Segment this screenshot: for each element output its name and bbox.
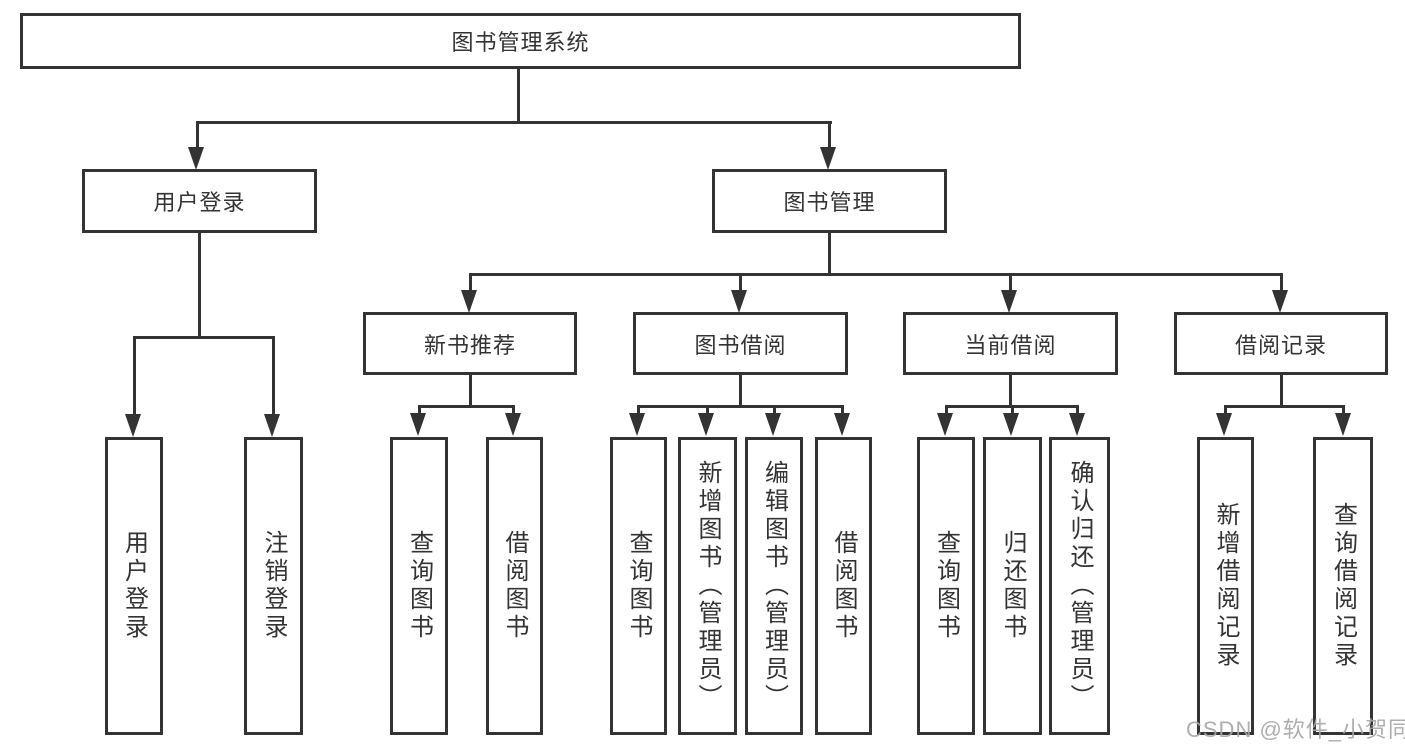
connector-drop [512, 405, 515, 415]
connector-borrow-records-rail [1224, 405, 1345, 408]
connector-book-borrow-drop [739, 273, 742, 293]
connector-drop [1342, 405, 1345, 415]
connector-borrow-records-drop [1280, 273, 1283, 293]
csdn-watermark: CSDN @软件_小贺同学 [1186, 717, 1405, 742]
node-current-borrow: 当前借阅 [903, 312, 1118, 375]
leaf-label: 新增图书（管理员） [694, 460, 721, 712]
connector-drop [945, 405, 948, 415]
connector-drop [773, 405, 776, 415]
leaf-confirm-return-admin: 确认归还（管理员） [1049, 437, 1110, 735]
connector-drop [841, 405, 844, 415]
node-book-mgmt: 图书管理 [712, 169, 947, 233]
arrow-down-icon [1001, 290, 1017, 313]
arrow-down-icon [765, 413, 781, 436]
arrow-down-icon [505, 413, 521, 436]
arrow-down-icon [698, 413, 714, 436]
connector-new-books-drop [469, 273, 472, 293]
connector-user-login-drop [196, 121, 199, 151]
connector-drop [1076, 405, 1079, 415]
node-current-borrow-label: 当前借阅 [964, 332, 1057, 358]
arrow-down-icon [629, 413, 645, 436]
connector-current-borrow-drop [1009, 273, 1012, 293]
arrow-down-icon [1069, 413, 1085, 436]
arrow-down-icon [1272, 290, 1288, 313]
arrow-down-icon [125, 414, 141, 437]
connector-book-mgmt-stem [828, 233, 831, 276]
connector-logout-drop [272, 336, 275, 416]
node-root-label: 图书管理系统 [451, 30, 590, 55]
connector-drop [637, 405, 640, 415]
connector-user-login-rail [133, 336, 274, 339]
leaf-user-login: 用户登录 [105, 437, 163, 735]
leaf-label: 新增借阅记录 [1212, 502, 1239, 670]
leaf-label: 借阅图书 [830, 530, 857, 642]
connector-drop [418, 405, 421, 415]
connector-new-books-rail [418, 405, 515, 408]
node-book-mgmt-label: 图书管理 [783, 190, 876, 215]
leaf-add-borrow-record: 新增借阅记录 [1197, 437, 1254, 735]
connector-borrow-records-stem [1280, 374, 1283, 408]
leaf-label: 用户登录 [120, 530, 148, 642]
leaf-label: 借阅图书 [501, 530, 528, 642]
arrow-down-icon [834, 413, 850, 436]
node-user-login: 用户登录 [82, 169, 317, 233]
leaf-return-books: 归还图书 [983, 437, 1042, 735]
leaf-query-books-1: 查询图书 [390, 437, 448, 735]
arrow-down-icon [1335, 413, 1351, 436]
leaf-add-books-admin: 新增图书（管理员） [678, 437, 737, 735]
arrow-down-icon [410, 413, 426, 436]
connector-book-mgmt-drop [828, 121, 831, 151]
leaf-query-books-2: 查询图书 [610, 437, 667, 735]
arrow-down-icon [820, 147, 836, 170]
leaf-label: 查询借阅记录 [1329, 502, 1357, 670]
arrow-down-icon [461, 290, 477, 313]
leaf-borrow-books-1: 借阅图书 [486, 437, 543, 735]
leaf-borrow-books-2: 借阅图书 [815, 437, 872, 735]
arrow-down-icon [731, 290, 747, 313]
leaf-label: 注销登录 [260, 530, 287, 642]
leaf-label: 查询图书 [625, 530, 652, 642]
leaf-label: 编辑图书（管理员） [760, 460, 788, 712]
leaf-label: 归还图书 [999, 530, 1026, 642]
leaf-query-borrow-record: 查询借阅记录 [1313, 437, 1373, 735]
arrow-down-icon [1003, 413, 1019, 436]
connector-level2-rail [196, 121, 832, 124]
connector-drop [706, 405, 709, 415]
connector-current-borrow-stem [1009, 374, 1012, 408]
node-new-books: 新书推荐 [363, 312, 577, 375]
connector-book-borrow-stem [739, 374, 742, 408]
node-book-borrow: 图书借阅 [633, 312, 848, 375]
connector-level3-rail [469, 273, 1283, 276]
connector-login-drop [133, 336, 136, 416]
arrow-down-icon [1216, 413, 1232, 436]
leaf-label: 查询图书 [932, 530, 960, 642]
connector-book-borrow-rail [637, 405, 844, 408]
node-user-login-label: 用户登录 [153, 190, 246, 215]
leaf-label: 确认归还（管理员） [1066, 460, 1093, 712]
leaf-logout: 注销登录 [244, 437, 303, 735]
leaf-label: 查询图书 [405, 530, 433, 642]
connector-drop [1011, 405, 1014, 415]
leaf-query-books-3: 查询图书 [917, 437, 975, 735]
arrow-down-icon [188, 147, 204, 170]
arrow-down-icon [264, 414, 280, 437]
connector-drop [1224, 405, 1227, 415]
node-borrow-records-label: 借阅记录 [1234, 332, 1327, 358]
node-new-books-label: 新书推荐 [423, 332, 516, 358]
arrow-down-icon [937, 413, 953, 436]
connector-user-login-stem [198, 233, 201, 339]
node-book-borrow-label: 图书借阅 [694, 332, 787, 358]
node-borrow-records: 借阅记录 [1174, 312, 1388, 375]
connector-new-books-stem [469, 374, 472, 408]
leaf-edit-books-admin: 编辑图书（管理员） [745, 437, 803, 735]
node-root: 图书管理系统 [20, 13, 1021, 69]
connector-root-stem [517, 69, 520, 124]
